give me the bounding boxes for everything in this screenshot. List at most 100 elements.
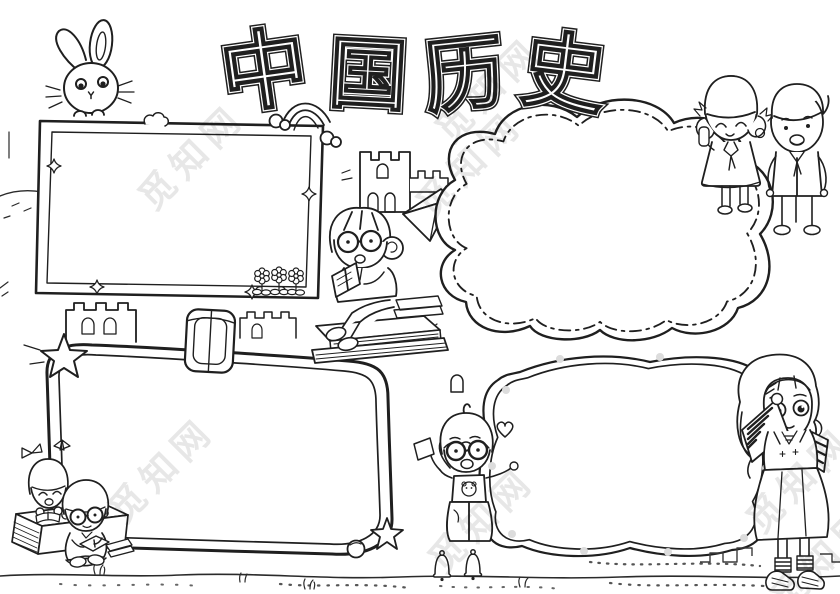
svg-text:历: 历 bbox=[419, 25, 508, 126]
peeking-girl-hair bbox=[27, 458, 69, 495]
title-character: 史 史 史 bbox=[513, 16, 615, 131]
reading-girl-shoe bbox=[337, 336, 359, 352]
pioneer-girl-scarf bbox=[723, 141, 739, 171]
wall-parapet bbox=[700, 547, 840, 563]
svg-text:史: 史 bbox=[516, 19, 611, 127]
frame-clip bbox=[183, 308, 237, 374]
star-top-left bbox=[40, 333, 88, 378]
long-haired-girl-skirt bbox=[753, 467, 830, 541]
long-haired-girl-legs bbox=[777, 537, 810, 559]
cloud-outer-border bbox=[434, 98, 774, 342]
long-haired-girl bbox=[736, 353, 830, 591]
reading-girl-legs bbox=[339, 299, 395, 340]
pioneer-boy-arms bbox=[767, 155, 827, 191]
ground-line bbox=[0, 573, 840, 579]
long-haired-girl-fringe bbox=[765, 375, 811, 395]
book-stack-small bbox=[393, 295, 444, 319]
rabbit-mouth bbox=[87, 91, 95, 100]
reading-girl-mouth bbox=[354, 254, 366, 264]
bell-icon bbox=[463, 549, 483, 581]
heart-icon bbox=[496, 421, 514, 438]
frame-top-right-cloud bbox=[434, 98, 774, 342]
frame-bottom-left-outer-border bbox=[45, 343, 394, 556]
pioneer-boy-legs bbox=[781, 195, 813, 227]
svg-text:历: 历 bbox=[419, 25, 508, 126]
book-stack-bottom bbox=[311, 337, 449, 364]
rabbit-illustration bbox=[45, 19, 135, 117]
waving-girl bbox=[413, 403, 519, 542]
reading-girl-arm bbox=[363, 271, 385, 285]
reading-girl-open-book bbox=[331, 262, 361, 298]
waving-girl-skirt bbox=[446, 501, 494, 542]
pioneer-boy-shoe bbox=[803, 224, 821, 236]
sneakers bbox=[765, 570, 825, 591]
rabbit-paws bbox=[73, 109, 105, 117]
frame-bottom-right bbox=[450, 353, 775, 558]
great-wall-parapet bbox=[409, 170, 449, 193]
svg-text:史: 史 bbox=[516, 19, 611, 127]
pioneer-girl-hair bbox=[704, 75, 759, 119]
castle-wall-mid bbox=[239, 311, 297, 339]
bell-icons bbox=[432, 549, 483, 582]
daisy-flowers bbox=[251, 266, 306, 296]
arch-doodle bbox=[450, 374, 464, 393]
pioneer-boy-hair bbox=[770, 83, 830, 122]
cloud-inner-dashed-border bbox=[447, 108, 760, 333]
title-character: 历 历 历 bbox=[416, 21, 512, 129]
pioneer-boy-shoe bbox=[773, 224, 791, 236]
pioneer-boy-scarf bbox=[789, 151, 805, 177]
pioneer-boy-shirt bbox=[771, 151, 823, 197]
striped-arm-raised bbox=[741, 392, 789, 463]
side-books bbox=[105, 538, 135, 558]
pioneer-girl-legs bbox=[721, 185, 749, 207]
rabbit-head bbox=[63, 62, 119, 114]
svg-text:中: 中 bbox=[215, 16, 314, 127]
svg-text:国: 国 bbox=[327, 29, 410, 123]
reading-girl-shoe bbox=[325, 326, 347, 342]
svg-text:历: 历 bbox=[419, 25, 508, 126]
star-bottom-right bbox=[370, 517, 404, 550]
great-wall bbox=[65, 151, 449, 343]
svg-text:史: 史 bbox=[516, 19, 611, 127]
reading-girl-on-books bbox=[311, 207, 449, 364]
pioneer-girl-shoe bbox=[737, 203, 753, 213]
pioneer-girl-shoe bbox=[717, 205, 733, 215]
title-character: 国 国 国 bbox=[323, 26, 413, 127]
small-open-book bbox=[35, 511, 61, 524]
peeking-girl-eyes bbox=[38, 490, 62, 496]
rabbit-ear-up bbox=[88, 19, 114, 69]
pioneer-boy-brows bbox=[781, 115, 813, 121]
title-character: 中 中 中 bbox=[211, 13, 317, 131]
frame-top-left-outer-border bbox=[34, 119, 325, 300]
rainbow-corner bbox=[268, 102, 342, 148]
page-title: 中 中 中 国 国 国 历 历 历 史 史 史 bbox=[211, 13, 615, 131]
reading-boy-hair bbox=[61, 479, 109, 515]
svg-text:国: 国 bbox=[327, 29, 410, 123]
waving-girl-card bbox=[413, 437, 435, 461]
reading-boy bbox=[61, 479, 110, 568]
pioneer-girl bbox=[693, 75, 775, 215]
great-wall-tower bbox=[359, 151, 411, 213]
pioneer-girl-eyes bbox=[715, 121, 747, 128]
rabbit-ear-flop bbox=[55, 28, 87, 73]
svg-text:中: 中 bbox=[215, 16, 314, 127]
waving-girl-body bbox=[439, 467, 512, 479]
svg-text:中: 中 bbox=[215, 16, 314, 127]
pioneer-boy bbox=[754, 83, 830, 236]
rabbit-whiskers bbox=[45, 80, 135, 109]
waving-girl-mouth bbox=[460, 458, 474, 470]
pioneer-girl-mouth bbox=[725, 133, 735, 137]
frame-bottom-right-inner-border bbox=[488, 362, 764, 550]
striped-socks bbox=[774, 555, 814, 573]
bear-pocket bbox=[461, 481, 477, 497]
pioneer-girl-dress bbox=[700, 141, 762, 187]
bell-icon bbox=[432, 550, 452, 582]
corner-kids bbox=[11, 439, 135, 568]
frame-ball bbox=[346, 539, 366, 559]
frame-bottom-right-outer-border bbox=[478, 355, 775, 558]
frame-bottom-left bbox=[23, 308, 404, 559]
svg-text:国: 国 bbox=[327, 29, 410, 123]
scribble-cloud bbox=[143, 112, 169, 127]
reading-boy-shoe bbox=[69, 556, 87, 568]
